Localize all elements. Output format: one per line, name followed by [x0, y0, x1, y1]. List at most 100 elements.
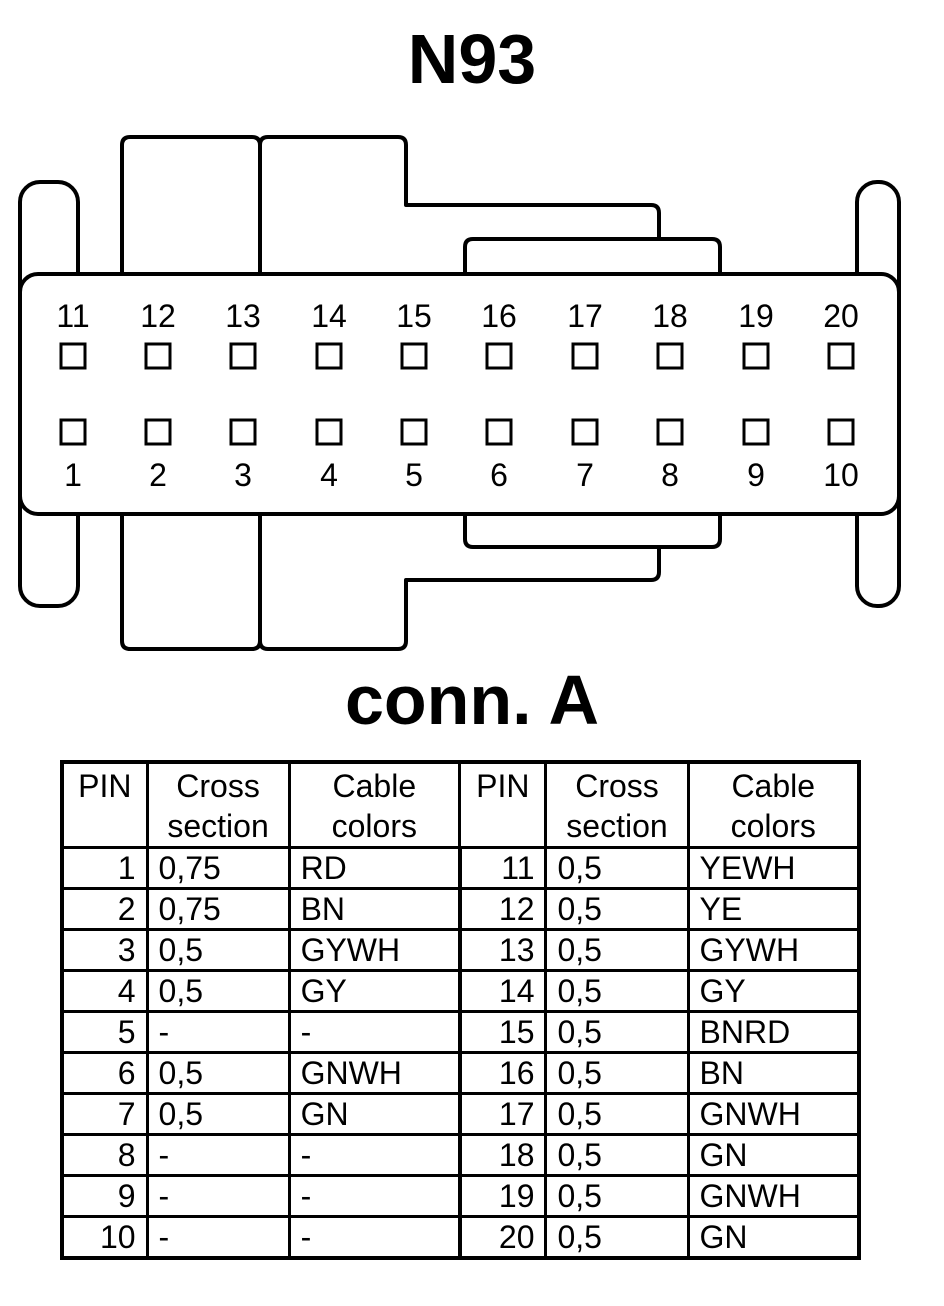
- pin-socket-4: [315, 418, 343, 446]
- cable-color-cell: GYWH: [686, 928, 861, 972]
- cable-color-cell: BN: [686, 1051, 861, 1095]
- cable-color-cell: -: [287, 1215, 462, 1260]
- pin-number-cell: 6: [60, 1051, 149, 1095]
- pin-label-7: 7: [576, 457, 594, 493]
- bottom-key: [463, 512, 722, 549]
- pin-number-cell: 15: [457, 1010, 548, 1054]
- pin-number-cell: 3: [60, 928, 149, 972]
- pin-label-8: 8: [661, 457, 679, 493]
- pin-socket-1: [59, 418, 87, 446]
- pin-label-13: 13: [225, 298, 261, 334]
- pin-number-cell: 14: [457, 969, 548, 1013]
- cross-section-cell: 0,5: [544, 969, 690, 1013]
- pin-socket-11: [59, 342, 87, 370]
- cable-color-cell: BNRD: [686, 1010, 861, 1054]
- pin-label-19: 19: [738, 298, 774, 334]
- pin-number-cell: 18: [457, 1133, 548, 1177]
- pin-number-cell: 16: [457, 1051, 548, 1095]
- pin-socket-16: [485, 342, 513, 370]
- pin-socket-9: [742, 418, 770, 446]
- pin-label-17: 17: [567, 298, 603, 334]
- cross-section-cell: -: [145, 1010, 291, 1054]
- cross-section-cell: 0,5: [544, 1010, 690, 1054]
- header-pin: PIN: [60, 760, 149, 849]
- cross-section-cell: 0,5: [145, 1092, 291, 1136]
- cable-color-cell: -: [287, 1133, 462, 1177]
- connector-label: conn. A: [344, 661, 600, 739]
- pin-socket-17: [571, 342, 599, 370]
- cable-color-cell: YE: [686, 887, 861, 931]
- pin-number-cell: 5: [60, 1010, 149, 1054]
- pin-socket-14: [315, 342, 343, 370]
- pin-socket-19: [742, 342, 770, 370]
- bottom-housing-block-1: [120, 512, 262, 651]
- top-key: [463, 237, 722, 276]
- diagram-title: N93: [407, 20, 537, 98]
- cross-section-cell: 0,75: [145, 887, 291, 931]
- cross-section-cell: 0,5: [544, 1215, 690, 1260]
- pin-number-cell: 13: [457, 928, 548, 972]
- pin-label-10: 10: [823, 457, 859, 493]
- pin-label-15: 15: [396, 298, 432, 334]
- cross-section-cell: 0,5: [145, 1051, 291, 1095]
- pin-socket-6: [485, 418, 513, 446]
- cable-color-cell: GN: [287, 1092, 462, 1136]
- pin-label-3: 3: [234, 457, 252, 493]
- cable-color-cell: GY: [287, 969, 462, 1013]
- cable-color-cell: -: [287, 1174, 462, 1218]
- pin-label-6: 6: [490, 457, 508, 493]
- pin-socket-20: [827, 342, 855, 370]
- pin-label-9: 9: [747, 457, 765, 493]
- pin-label-1: 1: [64, 457, 82, 493]
- pin-socket-5: [400, 418, 428, 446]
- cross-section-cell: 0,5: [544, 1051, 690, 1095]
- cable-color-cell: GY: [686, 969, 861, 1013]
- pin-number-cell: 8: [60, 1133, 149, 1177]
- pin-label-11: 11: [56, 298, 89, 334]
- cross-section-cell: 0,5: [544, 1092, 690, 1136]
- cable-color-cell: GNWH: [686, 1174, 861, 1218]
- cross-section-cell: 0,5: [544, 1174, 690, 1218]
- pin-number-cell: 12: [457, 887, 548, 931]
- pin-socket-7: [571, 418, 599, 446]
- pin-number-cell: 20: [457, 1215, 548, 1260]
- pin-label-5: 5: [405, 457, 423, 493]
- cross-section-cell: 0,5: [544, 846, 690, 890]
- cross-section-cell: 0,5: [544, 1133, 690, 1177]
- cable-color-cell: GN: [686, 1133, 861, 1177]
- top-housing-block-1: [120, 135, 262, 276]
- cross-section-cell: 0,5: [544, 887, 690, 931]
- pin-number-cell: 10: [60, 1215, 149, 1260]
- cable-color-cell: GNWH: [287, 1051, 462, 1095]
- pin-socket-3: [229, 418, 257, 446]
- cross-section-cell: 0,5: [145, 969, 291, 1013]
- pin-number-cell: 7: [60, 1092, 149, 1136]
- pin-socket-13: [229, 342, 257, 370]
- cable-color-cell: -: [287, 1010, 462, 1054]
- pin-number-cell: 4: [60, 969, 149, 1013]
- pin-socket-8: [656, 418, 684, 446]
- pin-socket-12: [144, 342, 172, 370]
- pin-label-4: 4: [320, 457, 338, 493]
- pin-socket-15: [400, 342, 428, 370]
- pin-number-cell: 11: [457, 846, 548, 890]
- pin-label-2: 2: [149, 457, 167, 493]
- pin-socket-10: [827, 418, 855, 446]
- pin-socket-18: [656, 342, 684, 370]
